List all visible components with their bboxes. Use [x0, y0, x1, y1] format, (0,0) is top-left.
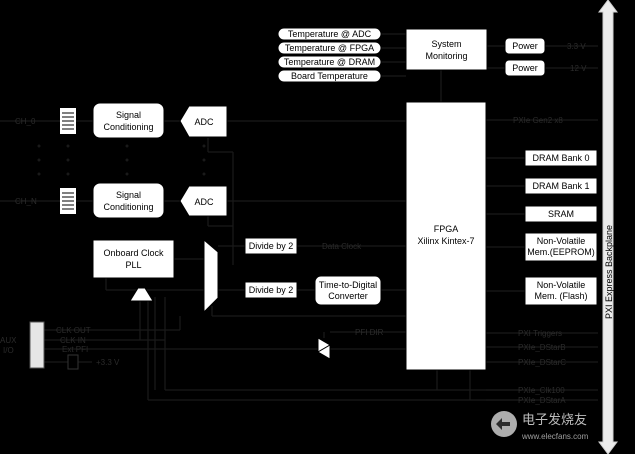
flash-label-2: Mem. (Flash) [534, 291, 587, 301]
bus-label-triggers: PXI Triggers [518, 329, 562, 338]
watermark: 电子发烧友 www.elecfans.com [491, 411, 589, 441]
watermark-url-text: www.elecfans.com [521, 432, 589, 441]
flash-label-1: Non-Volatile [537, 280, 586, 290]
power-block-12v-label: Power [512, 63, 538, 73]
system-monitoring-label-1: System [431, 39, 461, 49]
aux-label: AUX [0, 336, 17, 345]
eeprom-block [524, 232, 598, 262]
channel-0-label: CH_0 [15, 117, 36, 126]
bus-label-gen2: PXIe Gen2 x8 [513, 116, 563, 125]
dram-bank-1 [524, 177, 598, 195]
sram-label: SRAM [548, 209, 574, 219]
power-block-12v [504, 59, 546, 77]
eeprom-label-2: Mem.(EEPROM) [527, 247, 595, 257]
signal-conditioning-0 [92, 102, 165, 139]
fpga-model-label: Xilinx Kintex-7 [417, 236, 474, 246]
sram-block [524, 205, 598, 223]
flash-block [524, 276, 598, 306]
ch0-connector-icon [60, 108, 76, 134]
clock-buffer-icon [129, 287, 154, 302]
sensor-board-temp [277, 69, 382, 83]
bus-label-dstara: PXIe_DStarA [518, 396, 566, 405]
system-monitoring-block [405, 28, 488, 71]
onboard-clock-label: Onboard Clock [103, 248, 164, 258]
sensor-board-temp-label: Board Temperature [291, 71, 368, 81]
clk-in-label: CLK IN [60, 336, 86, 345]
power-block-3v3 [504, 37, 546, 55]
sensor-adc-temp-label: Temperature @ ADC [288, 29, 372, 39]
clock-mux-icon [203, 238, 219, 314]
power-rail-12v: 12 V [570, 64, 587, 73]
pxi-express-backplane-arrow [598, 0, 618, 454]
chn-connector-icon [60, 188, 76, 214]
dram-bank-0 [524, 149, 598, 167]
signal-conditioning-0-label-2: Conditioning [103, 122, 153, 132]
bus-label-dstarb: PXIe_DStarB [518, 343, 566, 352]
adc-n-block [179, 185, 228, 217]
pfi-buffer-return-icon [317, 344, 331, 360]
aux-voltage-label: +3.3 V [96, 358, 120, 367]
sensor-dram-temp-label: Temperature @ DRAM [284, 57, 375, 67]
onboard-clock-pll-block [92, 239, 175, 279]
signal-conditioning-n-label-1: Signal [116, 190, 141, 200]
aux-io-label: I/O [3, 346, 14, 355]
sensor-list: Temperature @ ADC Temperature @ FPGA Tem… [277, 27, 382, 83]
clk-out-label: CLK OUT [56, 326, 91, 335]
eeprom-label-1: Non-Volatile [537, 236, 586, 246]
pll-label: PLL [125, 260, 141, 270]
ext-pfi-label: Ext PFI [62, 345, 88, 354]
aux-io-connector-icon [29, 321, 45, 369]
sensor-fpga-temp [277, 41, 382, 55]
signal-conditioning-n [92, 182, 165, 219]
system-monitoring-label-2: Monitoring [425, 51, 467, 61]
pfi-dir-label: PFI DIR [355, 328, 384, 337]
bus-label-clk100: PXIe_Clk100 [518, 386, 565, 395]
divide-by-2-top [244, 237, 298, 255]
sensor-fpga-temp-label: Temperature @ FPGA [285, 43, 374, 53]
power-block-3v3-label: Power [512, 41, 538, 51]
dram-bank-1-label: DRAM Bank 1 [532, 181, 589, 191]
channel-n-label: CH_N [15, 197, 37, 206]
data-clock-label: Data Clock [322, 242, 362, 251]
tdc-label-1: Time-to-Digital [319, 280, 377, 290]
bus-label-dstarc: PXIe_DStarC [518, 358, 566, 367]
sensor-dram-temp [277, 55, 382, 69]
fpga-block [405, 101, 487, 371]
dram-bank-0-label: DRAM Bank 0 [532, 153, 589, 163]
adc-n-label: ADC [194, 197, 214, 207]
aux-fuse-icon [67, 354, 79, 370]
signal-conditioning-0-label-1: Signal [116, 110, 141, 120]
adc-0-label: ADC [194, 117, 214, 127]
divide-by-2-bottom [244, 281, 298, 299]
signal-conditioning-n-label-2: Conditioning [103, 202, 153, 212]
sensor-adc-temp [277, 27, 382, 41]
fpga-label: FPGA [434, 224, 459, 234]
watermark-cn-text: 电子发烧友 [522, 412, 587, 428]
memory-blocks: DRAM Bank 0 DRAM Bank 1 SRAM Non-Volatil… [524, 149, 598, 306]
adc-0-block [179, 105, 228, 138]
divide-by-2-top-label: Divide by 2 [249, 241, 294, 251]
power-rail-3v3: 3.3 V [567, 42, 586, 51]
tdc-block [314, 275, 382, 306]
divide-by-2-bottom-label: Divide by 2 [249, 285, 294, 295]
wires [0, 33, 598, 401]
backplane-label: PXI Express Backplane [604, 225, 614, 319]
tdc-label-2: Converter [328, 291, 368, 301]
